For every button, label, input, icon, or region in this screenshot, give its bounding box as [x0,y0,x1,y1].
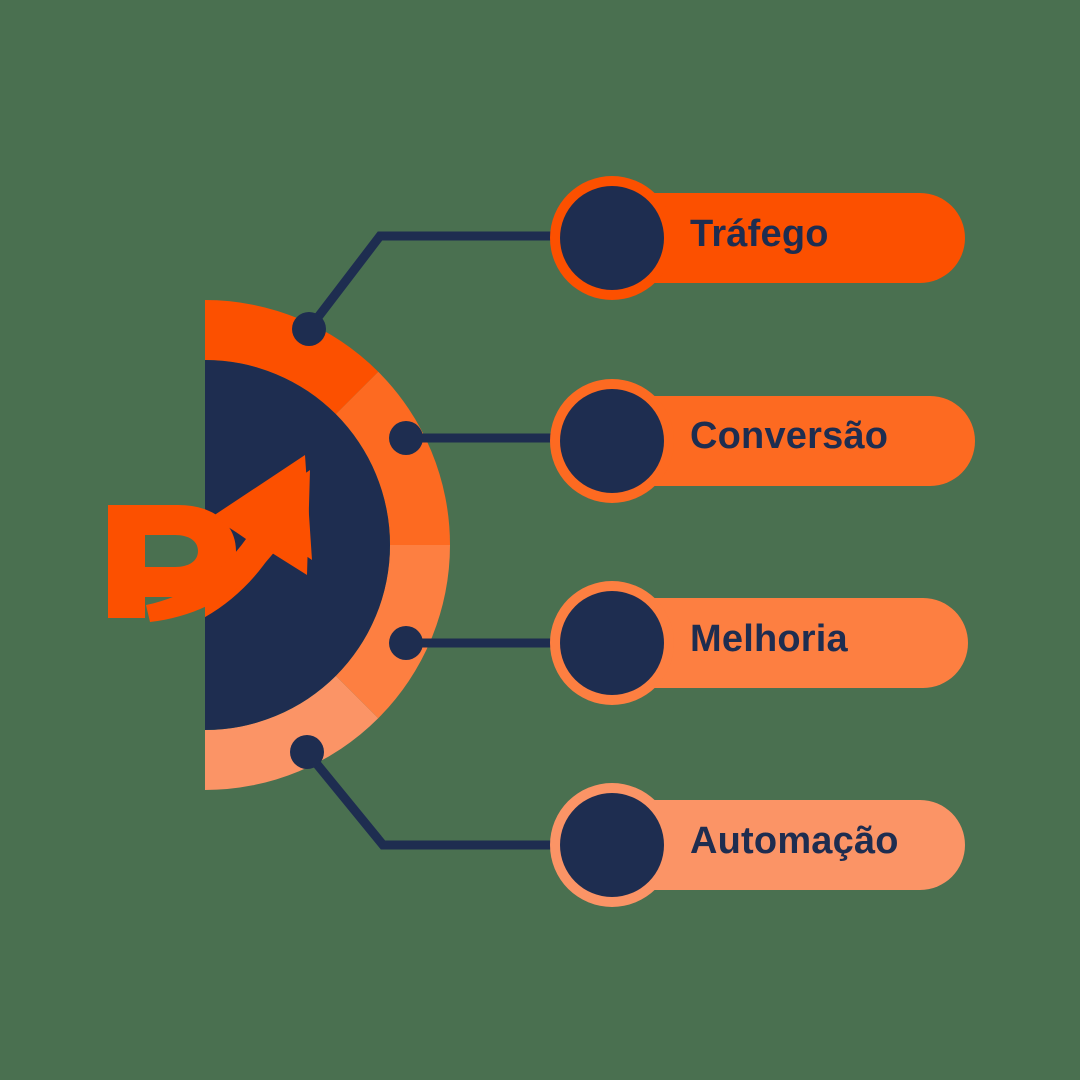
bullet-conversao[interactable] [560,389,664,493]
arc-segment-conversao[interactable] [335,371,450,545]
node-dot-trafego[interactable] [292,312,326,346]
pill-bullets [550,176,674,907]
bullet-melhoria[interactable] [560,591,664,695]
arc-segment-melhoria[interactable] [335,545,450,719]
logo-growth-arrow [146,455,312,622]
hub-arc-ring [205,300,450,790]
node-dot-melhoria[interactable] [389,626,423,660]
node-dot-automacao[interactable] [290,735,324,769]
node-dot-conversao[interactable] [389,421,423,455]
hub-node-dots [290,312,423,769]
bullet-trafego[interactable] [560,186,664,290]
connector-automacao [303,749,612,850]
bullet-automacao[interactable] [560,793,664,897]
arc-segment-trafego[interactable] [205,300,379,415]
connector-lines [303,231,612,850]
arc-segment-automacao[interactable] [205,675,379,790]
connector-trafego [305,231,612,332]
